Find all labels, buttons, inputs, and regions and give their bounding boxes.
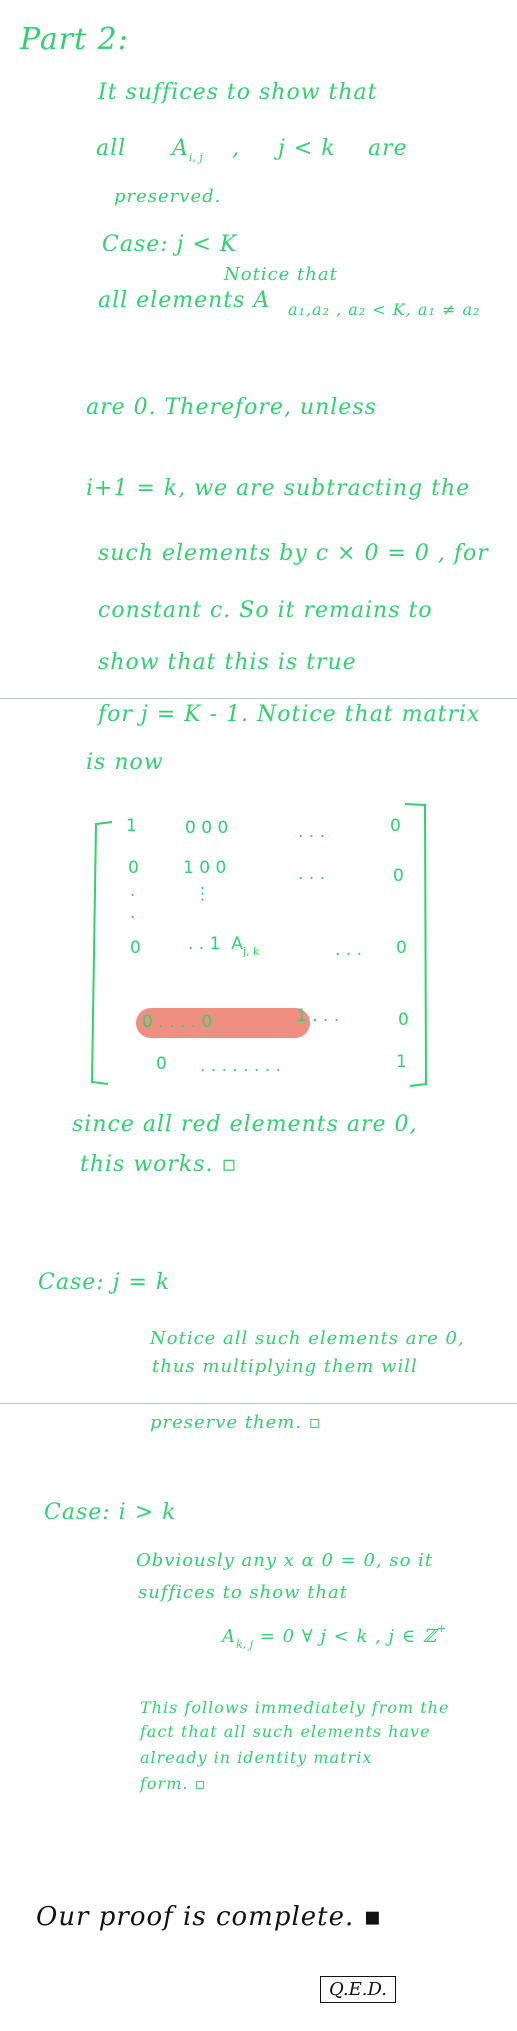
case2-line-1: Notice all such elements are 0,: [150, 1328, 465, 1349]
matrix-cell: . . . . . . . .: [200, 1056, 282, 1076]
highlighted-row: [136, 1008, 310, 1038]
matrix-vertical-dots: ⋮: [194, 884, 211, 904]
matrix-cell: 1: [126, 816, 137, 836]
matrix-cell: . . .: [298, 822, 326, 842]
case2-line-3: preserve them. ▫: [150, 1412, 323, 1433]
intro-line-2-a: Ai, j: [172, 136, 203, 164]
case3-line-6: already in identity matrix: [140, 1748, 373, 1767]
case1-line: is now: [86, 750, 164, 775]
intro-line-2-are: are: [368, 136, 408, 161]
intro-line-3: preserved.: [114, 186, 222, 207]
intro-line-2-cond: j < k: [278, 136, 336, 161]
matrix-cell: . . 1 Aj, k: [188, 934, 260, 958]
intro-line-2-all: all: [96, 136, 127, 161]
case3-line-4: This follows immediately from the: [140, 1698, 450, 1717]
case1-line: show that this is true: [98, 650, 357, 675]
case3-line-2: suffices to show that: [138, 1582, 348, 1603]
matrix-cell: 0: [156, 1054, 167, 1074]
matrix-cell: 0: [396, 938, 407, 958]
case3-line-1: Obviously any x α 0 = 0, so it: [136, 1550, 434, 1571]
page-divider: [0, 1403, 517, 1404]
matrix-cell: 1 . . .: [296, 1006, 340, 1026]
conclusion-text: Our proof is complete. ▪: [36, 1902, 383, 1932]
matrix-cell: . . .: [335, 940, 363, 960]
case3-label: Case: i > k: [44, 1500, 177, 1525]
part-heading: Part 2:: [20, 22, 129, 57]
intro-line-1: It suffices to show that: [98, 80, 378, 105]
matrix-cell: 0: [393, 866, 404, 886]
matrix-cell: 1 0 0: [183, 858, 227, 878]
case2-line-2: thus multiplying them will: [152, 1356, 418, 1377]
case3-line-7: form. ▫: [140, 1774, 207, 1793]
case1-line: such elements by c × 0 = 0 , for: [98, 541, 489, 566]
case1-line: all elements A: [98, 288, 271, 313]
case1-line: constant c. So it remains to: [98, 598, 433, 623]
case1-line: Notice that: [224, 264, 338, 285]
page-divider: [0, 698, 517, 699]
case1-line: i+1 = k, we are subtracting the: [86, 476, 471, 501]
case3-line-5: fact that all such elements have: [140, 1722, 431, 1741]
matrix-cell: 0: [130, 938, 141, 958]
matrix-cell: 0: [398, 1010, 409, 1030]
case1-line: for j = K - 1. Notice that matrix: [98, 702, 481, 727]
matrix-cell: . . .: [298, 864, 326, 884]
case1-label: Case: j < K: [102, 232, 238, 257]
case1-line-sub: a₁,a₂ , a₂ < K, a₁ ≠ a₂: [288, 300, 481, 319]
matrix-cell: 0: [128, 858, 139, 878]
case1-line: are 0. Therefore, unless: [86, 395, 377, 420]
intro-line-2-comma: ,: [232, 136, 240, 161]
qed-box: Q.E.D.: [320, 1976, 396, 2003]
matrix-vertical-dots: ·: [130, 886, 136, 906]
matrix-cell: 0 . . . . 0: [142, 1012, 213, 1032]
matrix-cell: 0: [390, 816, 401, 836]
case2-label: Case: j = k: [38, 1270, 171, 1295]
matrix-cell: 1: [396, 1052, 407, 1072]
case1-conclusion-line-2: this works. ▫: [80, 1152, 238, 1177]
matrix-vertical-dots: ·: [130, 908, 136, 928]
matrix-cell: 0 0 0: [185, 818, 229, 838]
case3-line-3: Ak, j = 0 ∀ j < k , j ∈ ℤ+: [222, 1622, 448, 1651]
case1-conclusion-line-1: since all red elements are 0,: [72, 1112, 418, 1137]
